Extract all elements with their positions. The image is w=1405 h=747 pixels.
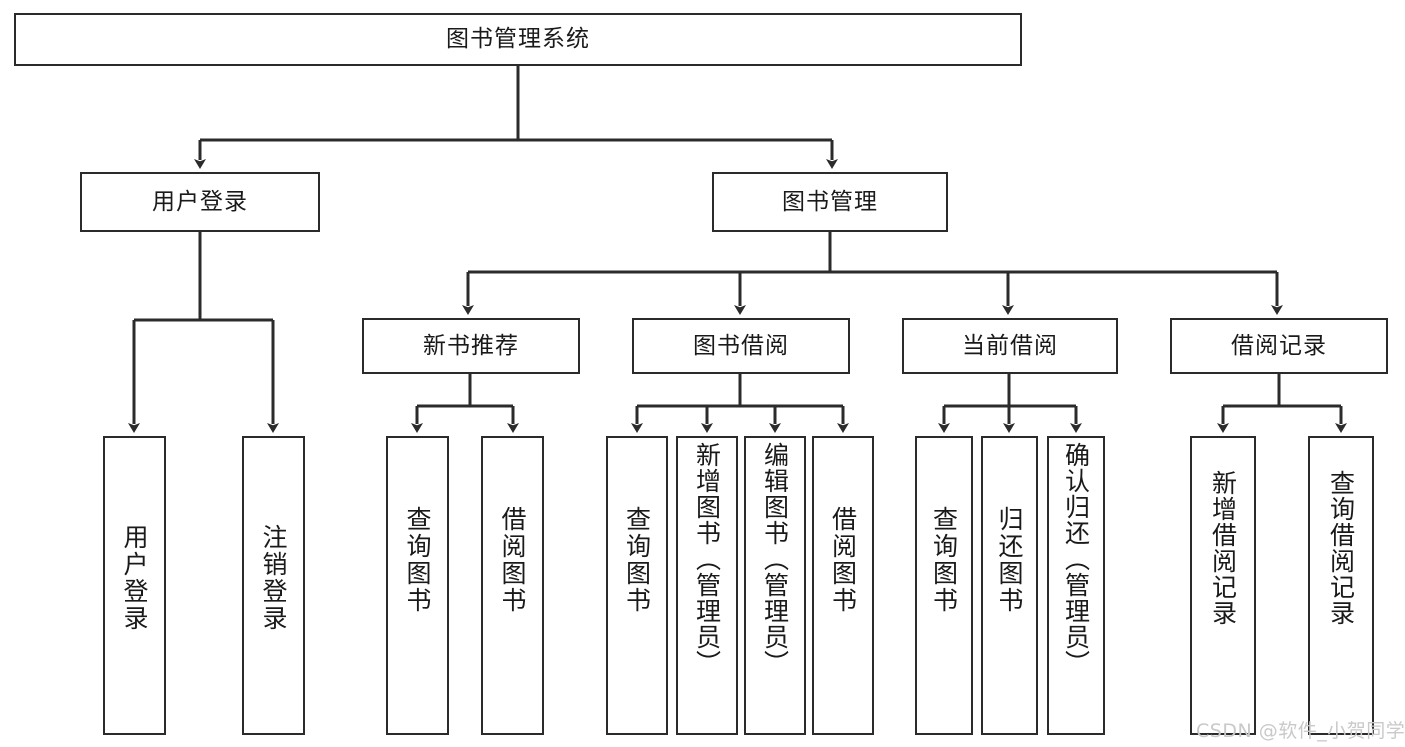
csdn-watermark: CSDN @软件_小贺同学 (1196, 720, 1405, 742)
leaf-edit-book-label: 编辑图书（管理员） (760, 442, 790, 676)
node-root-label: 图书管理系统 (446, 26, 590, 53)
leaf-user-login-label: 用户登录 (120, 524, 149, 632)
node-current-borrow-label: 当前借阅 (962, 332, 1058, 359)
node-borrow-record[interactable]: 借阅记录 (1170, 318, 1388, 374)
leaf-query-book-current[interactable]: 查询图书 (915, 436, 973, 735)
node-user-login-label: 用户登录 (152, 188, 248, 215)
node-new-book-recommend[interactable]: 新书推荐 (362, 318, 580, 374)
node-new-book-recommend-label: 新书推荐 (423, 332, 519, 359)
node-root[interactable]: 图书管理系统 (14, 13, 1022, 66)
leaf-query-book-borrow-label: 查询图书 (622, 506, 652, 614)
leaf-logout[interactable]: 注销登录 (242, 436, 305, 735)
node-book-manage[interactable]: 图书管理 (712, 172, 948, 232)
node-current-borrow[interactable]: 当前借阅 (902, 318, 1118, 374)
leaf-query-book-borrow[interactable]: 查询图书 (606, 436, 668, 735)
leaf-query-borrow-record-label: 查询借阅记录 (1326, 470, 1356, 626)
leaf-borrow-book-recommend[interactable]: 借阅图书 (481, 436, 544, 735)
leaf-logout-label: 注销登录 (259, 524, 288, 632)
leaf-return-book-label: 归还图书 (995, 506, 1024, 614)
leaf-add-borrow-record-label: 新增借阅记录 (1208, 470, 1238, 626)
leaf-borrow-book-label: 借阅图书 (828, 506, 858, 614)
node-user-login[interactable]: 用户登录 (80, 172, 320, 232)
leaf-query-borrow-record[interactable]: 查询借阅记录 (1308, 436, 1374, 735)
node-borrow-record-label: 借阅记录 (1231, 332, 1327, 359)
leaf-return-book[interactable]: 归还图书 (981, 436, 1038, 735)
leaf-borrow-book-recommend-label: 借阅图书 (498, 506, 527, 614)
leaf-edit-book[interactable]: 编辑图书（管理员） (744, 436, 806, 735)
leaf-add-book[interactable]: 新增图书（管理员） (676, 436, 738, 735)
leaf-query-book-current-label: 查询图书 (929, 506, 959, 614)
leaf-query-book-recommend[interactable]: 查询图书 (386, 436, 449, 735)
leaf-confirm-return[interactable]: 确认归还（管理员） (1047, 436, 1105, 735)
leaf-confirm-return-label: 确认归还（管理员） (1061, 442, 1091, 676)
leaf-add-book-label: 新增图书（管理员） (692, 442, 722, 676)
leaf-query-book-recommend-label: 查询图书 (403, 506, 432, 614)
leaf-user-login[interactable]: 用户登录 (103, 436, 166, 735)
node-book-manage-label: 图书管理 (782, 188, 878, 215)
leaf-borrow-book[interactable]: 借阅图书 (812, 436, 874, 735)
node-book-borrow-label: 图书借阅 (693, 332, 789, 359)
leaf-add-borrow-record[interactable]: 新增借阅记录 (1190, 436, 1256, 735)
node-book-borrow[interactable]: 图书借阅 (632, 318, 850, 374)
